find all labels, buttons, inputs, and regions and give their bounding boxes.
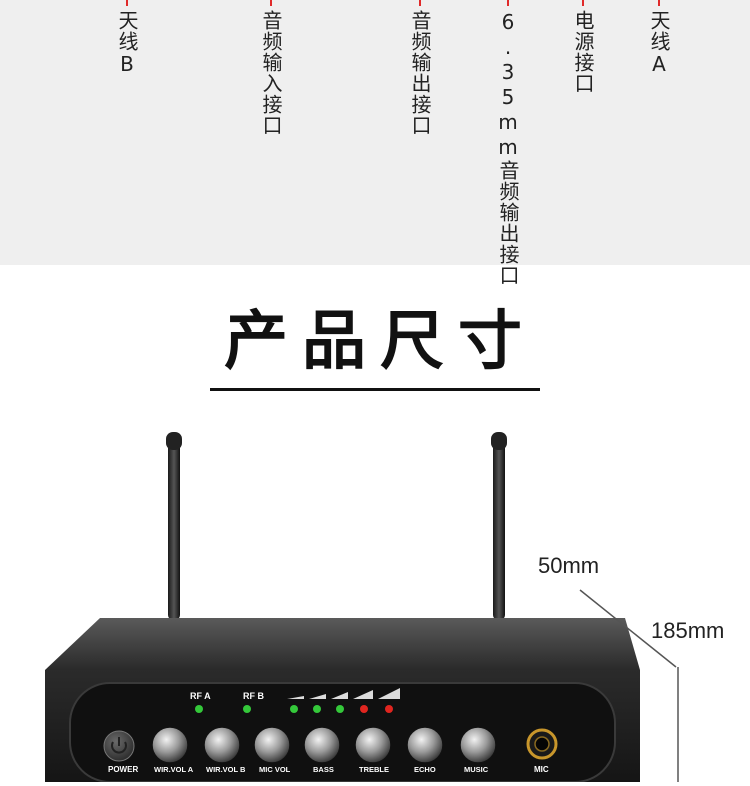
wirvol-b-knob[interactable] bbox=[203, 726, 241, 764]
depth-dimension-label: 50mm bbox=[538, 553, 600, 578]
audio-in-label: 音频输入接口 bbox=[259, 10, 283, 136]
red-tick-mark bbox=[419, 0, 421, 6]
wirvol-a-knob[interactable] bbox=[151, 726, 189, 764]
port-label-antenna-b: 天线B bbox=[94, 0, 160, 77]
rf-b-led bbox=[243, 705, 251, 713]
mic-vol-label: MIC VOL bbox=[259, 765, 291, 774]
level-led-4 bbox=[360, 705, 368, 713]
receiver-drawing: RF A RF B POWER WIR.VOL A WIR.VOL B bbox=[45, 432, 679, 783]
rf-a-led bbox=[195, 705, 203, 713]
red-tick-mark bbox=[507, 0, 509, 6]
red-tick-mark bbox=[582, 0, 584, 6]
mic-jack[interactable] bbox=[526, 728, 558, 760]
wirvol-b-label: WIR.VOL B bbox=[206, 765, 246, 774]
music-knob[interactable] bbox=[459, 726, 497, 764]
level-led-3 bbox=[336, 705, 344, 713]
treble-label: TREBLE bbox=[359, 765, 389, 774]
wirvol-a-label: WIR.VOL A bbox=[154, 765, 194, 774]
audio-out-label: 音频输出接口 bbox=[408, 10, 432, 136]
level-led-1 bbox=[290, 705, 298, 713]
power-button[interactable] bbox=[103, 730, 135, 762]
port-label-antenna-a: 天线A bbox=[626, 0, 692, 77]
port-label-audio-in: 音频输入接口 bbox=[205, 0, 337, 136]
mic-label: MIC bbox=[534, 765, 549, 774]
port-label-power: 电源接口 bbox=[539, 0, 627, 94]
bass-label: BASS bbox=[313, 765, 334, 774]
music-label: MUSIC bbox=[464, 765, 489, 774]
level-led-5 bbox=[385, 705, 393, 713]
level-led-2 bbox=[313, 705, 321, 713]
antenna-a-label: 天线A bbox=[647, 10, 671, 77]
jack-635-label: 6.35mm音频输出接口 bbox=[496, 10, 520, 286]
antenna-b-label: 天线B bbox=[115, 10, 139, 77]
rf-a-label: RF A bbox=[190, 691, 211, 701]
section-heading: 产品尺寸 bbox=[210, 290, 540, 391]
echo-knob[interactable] bbox=[406, 726, 444, 764]
echo-label: ECHO bbox=[414, 765, 436, 774]
rf-b-label: RF B bbox=[243, 691, 264, 701]
mic-vol-knob[interactable] bbox=[253, 726, 291, 764]
treble-knob[interactable] bbox=[354, 726, 392, 764]
power-icon bbox=[111, 741, 127, 754]
product-illustration: RF A RF B POWER WIR.VOL A WIR.VOL B bbox=[0, 380, 750, 783]
power-label: POWER bbox=[108, 765, 138, 774]
level-meter-scale bbox=[287, 688, 400, 699]
red-tick-mark bbox=[270, 0, 272, 6]
port-label-audio-out: 音频输出接口 bbox=[354, 0, 486, 136]
red-tick-mark bbox=[658, 0, 660, 6]
receiver-top bbox=[45, 618, 640, 670]
rear-port-labels-band: 天线B 音频输入接口 音频输出接口 6.35mm音频输出接口 电源接口 天线A bbox=[0, 0, 750, 286]
port-label-jack-635: 6.35mm音频输出接口 bbox=[486, 0, 530, 286]
antenna-left bbox=[166, 432, 182, 620]
bass-knob[interactable] bbox=[303, 726, 341, 764]
depth-dimension-line bbox=[579, 589, 677, 668]
height-dimension-label: 185mm bbox=[651, 618, 725, 643]
red-tick-mark bbox=[126, 0, 128, 6]
antenna-right bbox=[491, 432, 507, 620]
section-heading-wrap: 产品尺寸 bbox=[0, 290, 750, 391]
power-port-label: 电源接口 bbox=[571, 10, 595, 94]
